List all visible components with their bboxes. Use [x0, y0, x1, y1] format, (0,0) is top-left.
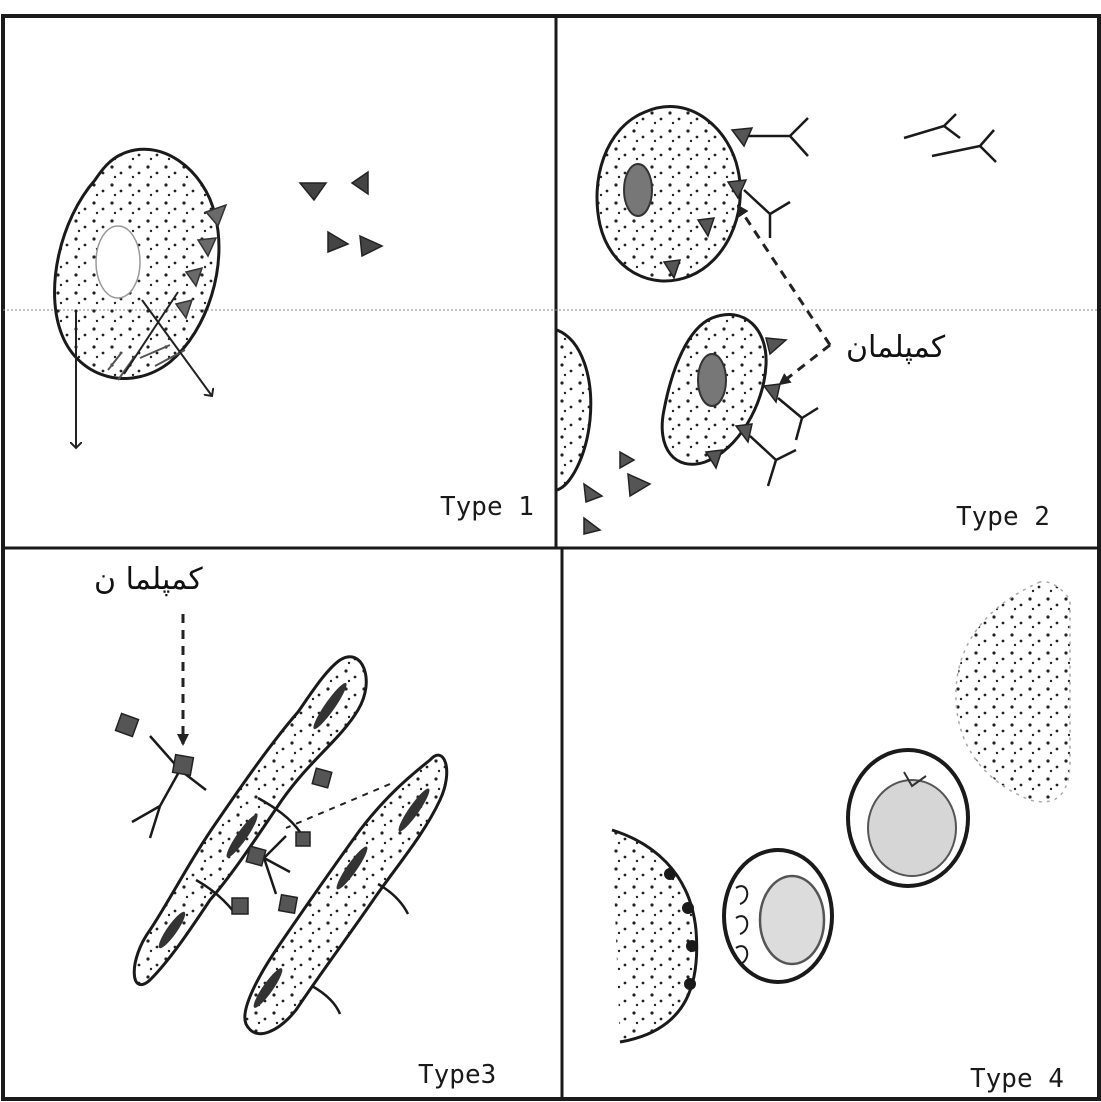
nucleus-4b: [760, 876, 824, 964]
nucleus-1: [96, 226, 140, 298]
target-cell-4d: [956, 582, 1070, 802]
complement-label-type2: کمپلمان: [846, 330, 945, 365]
nucleus-4c: [868, 780, 956, 876]
host-cell-4a: [612, 830, 697, 1042]
target-cell-2a: [597, 106, 740, 280]
complement-arrow-2b: [780, 345, 830, 384]
panel-label-type4: Type 4: [970, 1064, 1064, 1094]
panel-label-type2: Type 2: [956, 502, 1050, 532]
panel-type1-drawing: [55, 149, 382, 448]
antibodies-2: [744, 114, 996, 486]
panel-type2-drawing: [557, 106, 996, 534]
nucleus-2a: [624, 164, 652, 216]
panel-type3-drawing: [115, 614, 446, 1034]
adjacent-cell-2c: [557, 330, 591, 490]
panel-type4-drawing: [612, 582, 1070, 1042]
panel-label-type3: Type3: [418, 1060, 496, 1090]
free-antigen-triangles: [300, 172, 382, 256]
nucleus-2b: [698, 354, 726, 406]
panel-label-type1: Type 1: [440, 492, 534, 522]
complement-label-type3: کمپلما ن: [94, 562, 203, 597]
